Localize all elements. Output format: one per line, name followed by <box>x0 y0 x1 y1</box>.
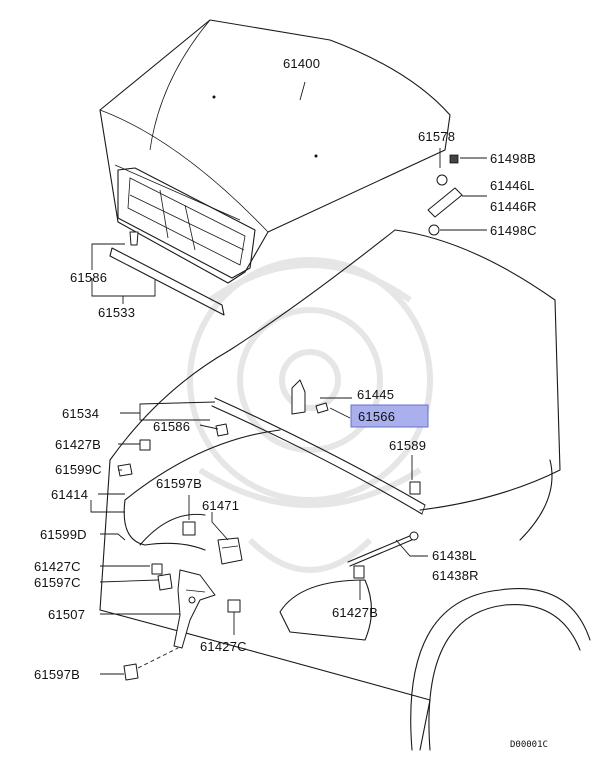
hood-lock <box>217 537 243 565</box>
hood-bracket <box>291 379 329 415</box>
label-61498c[interactable]: 61498C <box>490 223 537 238</box>
grommet-61427c-bottom <box>227 599 241 613</box>
front-weatherstrip <box>109 247 225 316</box>
label-61578[interactable]: 61578 <box>418 129 455 144</box>
clip-top <box>129 231 139 246</box>
switch-61597b-bottom <box>123 647 179 681</box>
label-61471[interactable]: 61471 <box>202 498 239 513</box>
label-61599d[interactable]: 61599D <box>40 527 87 542</box>
switch-61597b-mid <box>182 521 196 536</box>
label-61427c-left[interactable]: 61427C <box>34 559 81 574</box>
label-61445[interactable]: 61445 <box>357 387 394 402</box>
label-61597b-mid[interactable]: 61597B <box>156 476 202 491</box>
label-61446l[interactable]: 61446L <box>490 178 535 193</box>
hood-hinge <box>427 154 463 236</box>
highlight-61566 <box>350 404 429 428</box>
label-61586-mid[interactable]: 61586 <box>153 419 190 434</box>
leader-lines <box>90 81 487 675</box>
release-lever <box>173 569 216 649</box>
label-61438l[interactable]: 61438L <box>432 548 477 563</box>
stopper-61589 <box>409 481 421 495</box>
car-body <box>99 229 591 751</box>
label-61427c-bottom[interactable]: 61427C <box>200 639 247 654</box>
grommet-61427c-left <box>151 563 163 575</box>
cowl-seal <box>211 397 426 515</box>
switch-61597c <box>157 573 173 591</box>
grommet-61427b-left <box>139 439 151 451</box>
label-61438r[interactable]: 61438R <box>432 568 479 583</box>
label-61534[interactable]: 61534 <box>62 406 99 421</box>
release-cable <box>123 429 281 551</box>
label-61400[interactable]: 61400 <box>283 56 320 71</box>
label-61427b-right[interactable]: 61427B <box>332 605 378 620</box>
clip-mid <box>215 423 229 437</box>
clip-61599c <box>117 463 133 477</box>
label-61446r[interactable]: 61446R <box>490 199 537 214</box>
label-61427b-left[interactable]: 61427B <box>55 437 101 452</box>
watermark-emblem <box>187 257 433 573</box>
label-61589[interactable]: 61589 <box>389 438 426 453</box>
grommet-61427b-right <box>353 565 365 579</box>
label-61597b-bottom[interactable]: 61597B <box>34 667 80 682</box>
label-61597c[interactable]: 61597C <box>34 575 81 590</box>
hood-support-rod <box>347 531 419 567</box>
label-61533[interactable]: 61533 <box>98 305 135 320</box>
label-61414[interactable]: 61414 <box>51 487 88 502</box>
part-labels: 61400 61578 61498B 61446L 61446R 61498C … <box>34 56 548 750</box>
label-61498b[interactable]: 61498B <box>490 151 536 166</box>
diagram-code: D00001C <box>510 740 548 750</box>
label-61599c[interactable]: 61599C <box>55 462 102 477</box>
label-61586-top[interactable]: 61586 <box>70 270 107 285</box>
hood-panel <box>99 19 451 284</box>
label-61566[interactable]: 61566 <box>358 409 395 424</box>
label-61507[interactable]: 61507 <box>48 607 85 622</box>
